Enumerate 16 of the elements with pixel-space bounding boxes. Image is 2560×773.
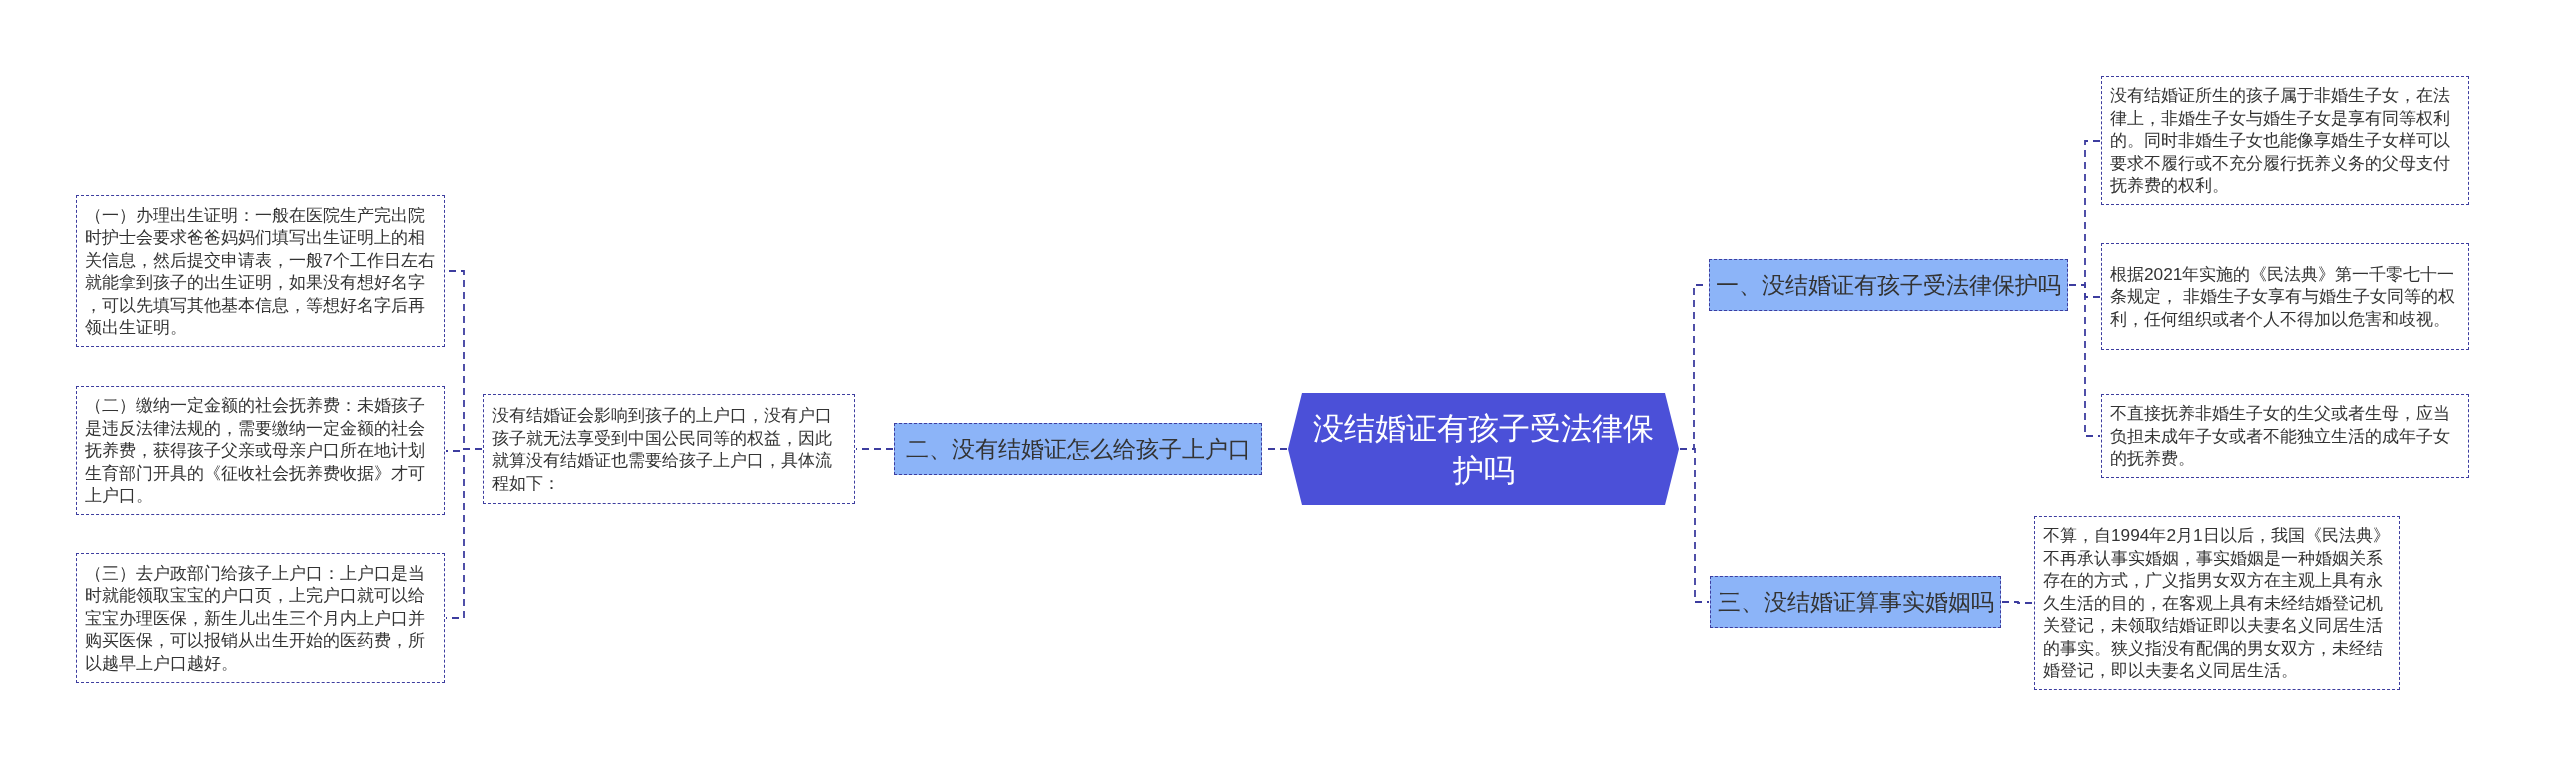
note-box: 根据2021年实施的《民法典》第一千零七十一条规定， 非婚生子女享有与婚生子女同等的权利，任何组织或者个人不得加以危害和歧视。 (2101, 243, 2469, 350)
topic-box: 三、没结婚证算事实婚姻吗 (1710, 576, 2001, 628)
connector-line (2068, 284, 2101, 437)
connector-line (445, 448, 483, 619)
note-box: 没有结婚证所生的孩子属于非婚生子女，在法律上，非婚生子女与婚生子女是享有同等权利的。同时非婚生子女也能像享婚生子女样可以要求不履行或不充分履行抚养义务的父母支付抚养费的权利。 (2101, 76, 2469, 205)
note-box: （二）缴纳一定金额的社会抚养费：未婚孩子是违反法律法规的，需要缴纳一定金额的社会抚养费，获得孩子父亲或母亲户口所在地计划生育部门开具的《征收社会抚养费收据》才可上户口。 (76, 386, 445, 515)
note-box: 没有结婚证会影响到孩子的上户口，没有户口孩子就无法享受到中国公民同等的权益，因此就算没有结婚证也需要给孩子上户口，具体流程如下： (483, 394, 855, 504)
connector-line (855, 448, 894, 450)
connector-line (1679, 448, 1710, 603)
note-box: （一）办理出生证明：一般在医院生产完出院时护士会要求爸爸妈妈们填写出生证明上的相关信息，然后提交申请表，一般7个工作日左右就能拿到孩子的出生证明，如果没有想好名字，可以先填写其他基本信息，等想好名字后再领出生证明。 (76, 195, 445, 347)
note-box: 不直接抚养非婚生子女的生父或者生母，应当负担未成年子女或者不能独立生活的成年子女的抚养费。 (2101, 394, 2469, 478)
topic-box: 二、没有结婚证怎么给孩子上户口 (894, 423, 1262, 475)
note-box: （三）去户政部门给孩子上户口：上户口是当时就能领取宝宝的户口页，上完户口就可以给宝宝办理医保，新生儿出生三个月内上户口并购买医保，可以报销从出生开始的医药费，所以越早上户口越好。 (76, 553, 445, 683)
note-box: 不算，自1994年2月1日以后，我国《民法典》不再承认事实婚姻，事实婚姻是一种婚姻关系存在的方式，广义指男女双方在主观上具有永久生活的目的，在客观上具有未经结婚登记机关登记，未领取结婚证即以夫妻名义同居生活的事实。狭义指没有配偶的男女双方，未经结婚登记，即以夫妻名义同居生活。 (2034, 516, 2400, 690)
topic-box: 一、没结婚证有孩子受法律保护吗 (1709, 259, 2068, 311)
connector-line (2001, 601, 2034, 604)
